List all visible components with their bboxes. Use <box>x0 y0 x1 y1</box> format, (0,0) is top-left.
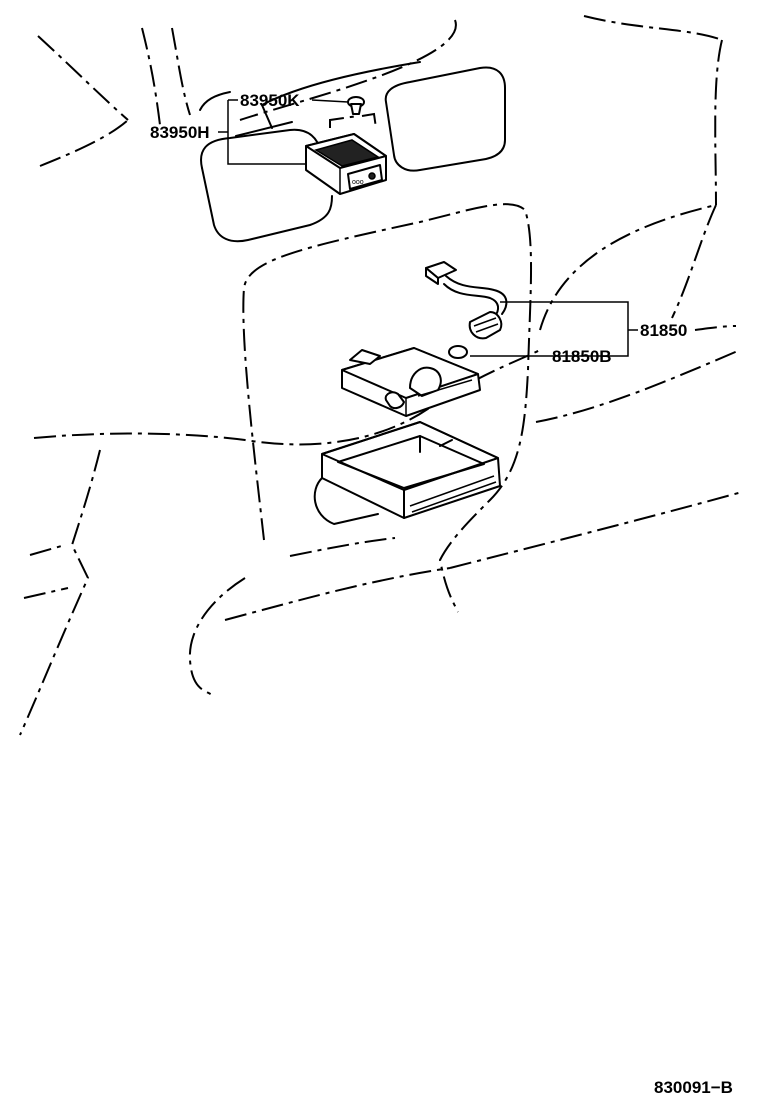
lamp-housing <box>341 347 481 417</box>
switch-marking-text: ooo <box>352 179 364 186</box>
bulb-socket-81850 <box>425 261 508 359</box>
diagram-reference-code: 830091−B <box>654 1078 733 1097</box>
lens-cover <box>313 421 501 525</box>
label-83950k: 83950K <box>240 91 300 110</box>
label-83950h: 83950H <box>150 123 210 142</box>
console-pocket-outline <box>199 61 506 243</box>
switch-83950h: ooo <box>305 133 387 195</box>
leader-lines <box>218 99 638 357</box>
vehicle-outline <box>19 15 743 736</box>
label-81850b: 81850B <box>552 347 612 366</box>
label-81850: 81850 <box>640 321 687 340</box>
